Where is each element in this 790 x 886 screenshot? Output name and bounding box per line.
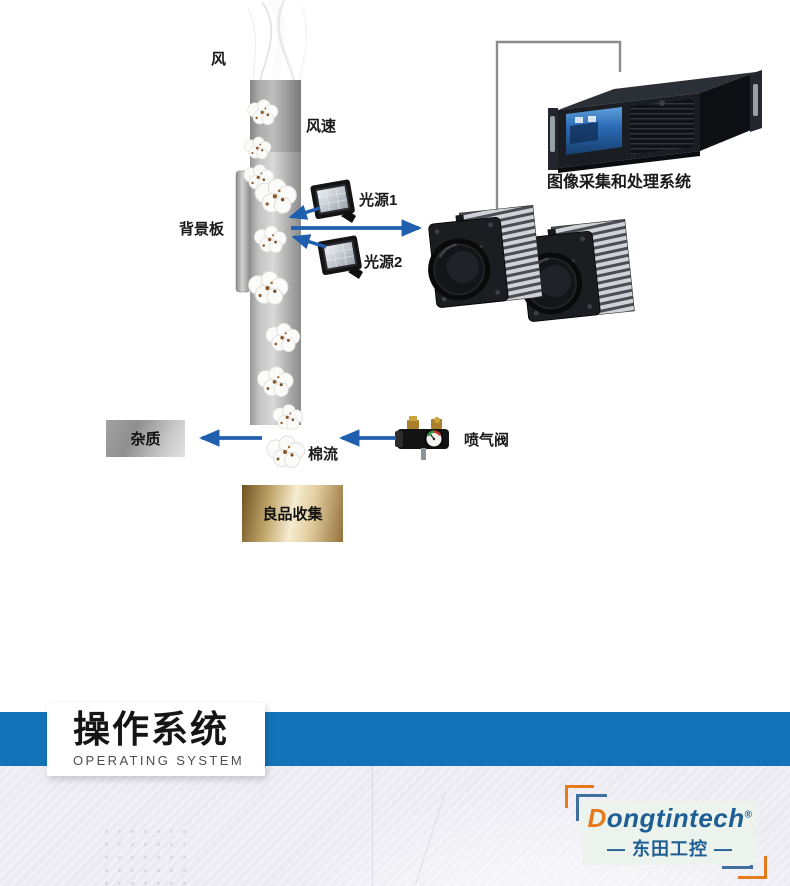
section-subtitle: OPERATING SYSTEM (73, 753, 245, 769)
section-header-card: 操作系统 OPERATING SYSTEM (47, 703, 265, 776)
logo-bracket-top-left-outer (565, 785, 594, 808)
decor-line (372, 766, 373, 886)
jet-valve-label: 喷气阀 (464, 432, 510, 449)
flow-arrows (198, 204, 423, 447)
floodlight-1-graphic (309, 178, 357, 224)
brand-logo: Dongtintech® — 东田工控 — (582, 801, 758, 865)
server-graphic (548, 70, 762, 173)
brand-rest: ongtintech (606, 803, 745, 833)
light-source-1-label: 光源1 (359, 192, 398, 209)
logo-bracket-bottom-right-outer (738, 856, 767, 879)
wind-label: 风 (211, 51, 227, 68)
brand-chinese-name: — 东田工控 — (606, 839, 733, 859)
impurity-box: 杂质 (106, 420, 185, 457)
logo-bracket-top-left-inner (576, 794, 607, 821)
arrow-light1-to-duct (288, 204, 321, 220)
brand-wordmark: Dongtintech® (587, 805, 752, 831)
light-source-2-label: 光源2 (364, 254, 403, 271)
camera-server-wire (495, 40, 622, 218)
impurity-box-label: 杂质 (130, 431, 161, 448)
good-collection-box: 良品收集 (242, 485, 343, 542)
good-collection-label: 良品收集 (262, 506, 323, 523)
camera-1-graphic (421, 204, 544, 310)
dot-grid-decoration (100, 825, 195, 886)
image-system-label: 图像采集和处理系统 (547, 174, 692, 191)
brand-initial: D (587, 803, 607, 833)
background-board-graphic (235, 170, 251, 293)
floodlight-2-graphic (316, 234, 364, 280)
valve-graphic (395, 416, 449, 460)
system-diagram (198, 0, 762, 468)
arrow-light2-to-duct (291, 234, 327, 250)
background-board-label: 背景板 (179, 221, 225, 238)
wind-speed-label: 风速 (306, 118, 337, 135)
cotton-flow-label: 棉流 (308, 446, 339, 463)
registered-mark: ® (744, 809, 753, 821)
section-title: 操作系统 (73, 708, 229, 750)
